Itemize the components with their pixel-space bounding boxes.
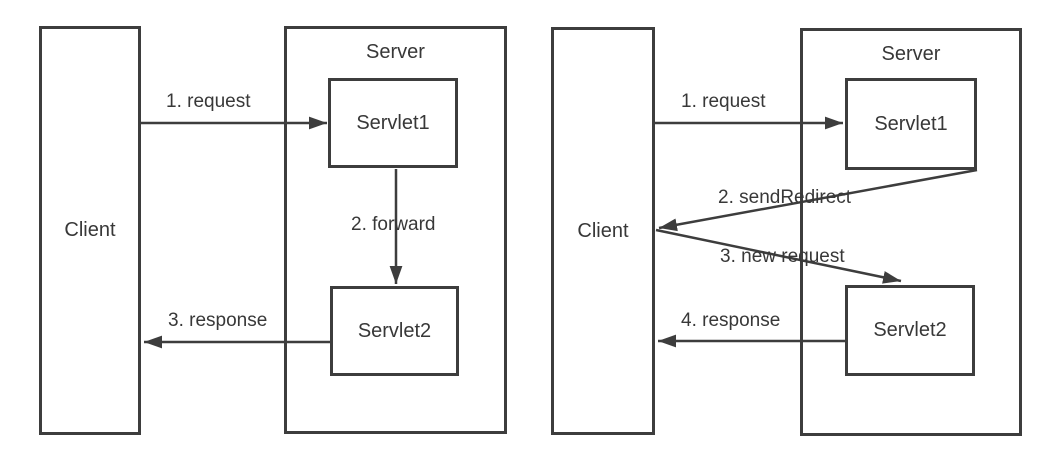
forward-step-response-label: 3. response — [168, 310, 268, 331]
forward-servlet1-box: Servlet1 — [328, 78, 458, 168]
redirect-servlet1-box: Servlet1 — [845, 78, 977, 170]
redirect-client-box: Client — [551, 27, 655, 435]
forward-step-forward-label: 2. forward — [351, 214, 436, 235]
redirect-servlet2-label: Servlet2 — [873, 319, 947, 341]
forward-server-box: Server — [284, 26, 507, 434]
forward-client-label: Client — [64, 219, 116, 241]
redirect-step-request-label: 1. request — [681, 91, 766, 112]
redirect-server-label: Server — [881, 43, 941, 65]
forward-server-label: Server — [366, 41, 425, 63]
redirect-step-sendredirect-label: 2. sendRedirect — [718, 187, 852, 208]
forward-client-box: Client — [39, 26, 141, 435]
forward-servlet2-box: Servlet2 — [330, 286, 459, 376]
redirect-step-newrequest-label: 3. new request — [720, 246, 845, 267]
redirect-server-box: Server — [800, 28, 1022, 436]
redirect-step-response-label: 4. response — [681, 310, 781, 331]
redirect-servlet1-label: Servlet1 — [874, 112, 948, 135]
forward-servlet2-label: Servlet2 — [357, 319, 432, 342]
forward-step-request-label: 1. request — [166, 91, 251, 112]
redirect-client-label: Client — [577, 219, 629, 242]
forward-servlet1-label: Servlet1 — [356, 111, 430, 134]
redirect-servlet2-box: Servlet2 — [845, 285, 975, 376]
